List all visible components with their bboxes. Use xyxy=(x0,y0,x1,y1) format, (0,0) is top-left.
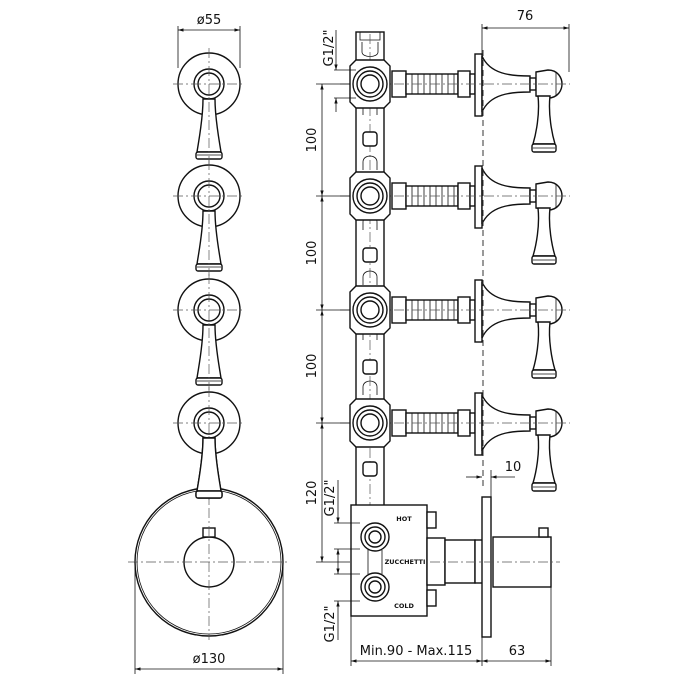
dim-plate-thickness: 10 xyxy=(505,460,522,475)
dim-depth-range: Min.90 - Max.115 xyxy=(360,644,473,659)
dim-thermostat-projection: 63 xyxy=(509,644,526,659)
front-handle-2 xyxy=(172,159,246,277)
thermostat-rosette-front xyxy=(128,487,290,640)
front-view: ø55 ø130 xyxy=(128,13,290,674)
thread-mid: G1/2" xyxy=(323,480,338,517)
dim-handle-projection: 76 xyxy=(517,9,534,24)
dim-top-diameter: ø55 xyxy=(197,13,222,28)
label-brand: ZUCCHETTI xyxy=(385,558,426,566)
wall-plate xyxy=(481,496,492,638)
thread-bottom: G1/2" xyxy=(323,606,338,643)
dim-spacing-4: 120 xyxy=(305,481,320,506)
thread-top: G1/2" xyxy=(322,30,337,67)
dim-spacing-3: 100 xyxy=(305,354,320,379)
dim-spacing-1: 100 xyxy=(305,128,320,153)
thermostatic-body: HOT ZUCCHETTI COLD xyxy=(350,496,560,638)
label-cold: COLD xyxy=(394,602,414,610)
dim-spacing-2: 100 xyxy=(305,241,320,266)
front-handle-3 xyxy=(172,273,246,391)
label-hot: HOT xyxy=(396,515,412,523)
dim-bottom-diameter: ø130 xyxy=(193,652,226,667)
side-view: HOT ZUCCHETTI COLD 100 100 100 120 xyxy=(305,9,571,666)
front-handle-1 xyxy=(172,47,246,165)
